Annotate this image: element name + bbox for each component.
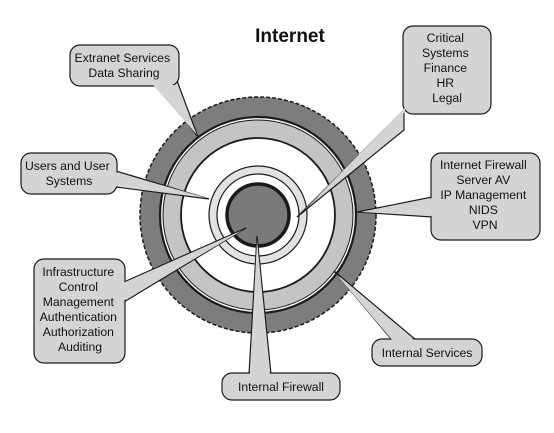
core-circle — [225, 182, 291, 248]
perimeter-line-2: Server AV — [456, 173, 511, 187]
callout-users: Users and User Systems — [20, 152, 210, 200]
infra-line-3: Management — [43, 295, 115, 309]
callout-users-label: Users and User Systems — [25, 159, 113, 188]
callout-infrastructure-label: Infrastructure Control Management Authen… — [40, 265, 121, 354]
critical-line-5: Legal — [432, 91, 462, 105]
infra-line-6: Auditing — [58, 340, 102, 354]
callout-extranet-label: Extranet Services Data Sharing — [75, 51, 174, 80]
extranet-line-2: Data Sharing — [88, 66, 159, 80]
critical-line-2: Systems — [422, 46, 469, 60]
critical-line-4: HR — [437, 76, 455, 90]
perimeter-line-3: IP Management — [440, 188, 526, 202]
perimeter-line-1: Internet Firewall — [440, 158, 527, 172]
users-line-2: Systems — [46, 174, 93, 188]
internal-services-line-1: Internal Services — [382, 346, 473, 360]
extranet-line-1: Extranet Services — [75, 51, 171, 65]
callout-critical-label: Critical Systems Finance HR Legal — [422, 31, 472, 105]
infra-line-1: Infrastructure — [42, 265, 114, 279]
concentric-rings — [139, 96, 377, 334]
callout-internal-firewall-label: Internal Firewall — [238, 380, 324, 394]
callout-infrastructure: Infrastructure Control Management Authen… — [33, 227, 247, 364]
critical-line-3: Finance — [424, 61, 468, 75]
infra-line-5: Authorization — [43, 325, 114, 339]
callout-internal-firewall: Internal Firewall — [221, 235, 341, 401]
perimeter-line-5: VPN — [472, 218, 497, 232]
callout-perimeter: Internet Firewall Server AV IP Managemen… — [356, 152, 541, 241]
diagram-title: Internet — [255, 26, 325, 47]
callout-internal-services-label: Internal Services — [382, 346, 473, 360]
infra-line-4: Authentication — [40, 310, 117, 324]
users-line-1: Users and User — [25, 159, 110, 173]
perimeter-line-4: NIDS — [469, 203, 498, 217]
internal-firewall-line-1: Internal Firewall — [238, 380, 324, 394]
callout-extranet-services: Extranet Services Data Sharing — [69, 44, 199, 138]
callout-critical-systems: Critical Systems Finance HR Legal — [296, 25, 492, 218]
callout-perimeter-label: Internet Firewall Server AV IP Managemen… — [440, 158, 530, 232]
callout-internal-services: Internal Services — [333, 270, 483, 367]
critical-line-1: Critical — [427, 31, 464, 45]
infra-line-2: Control — [59, 280, 98, 294]
